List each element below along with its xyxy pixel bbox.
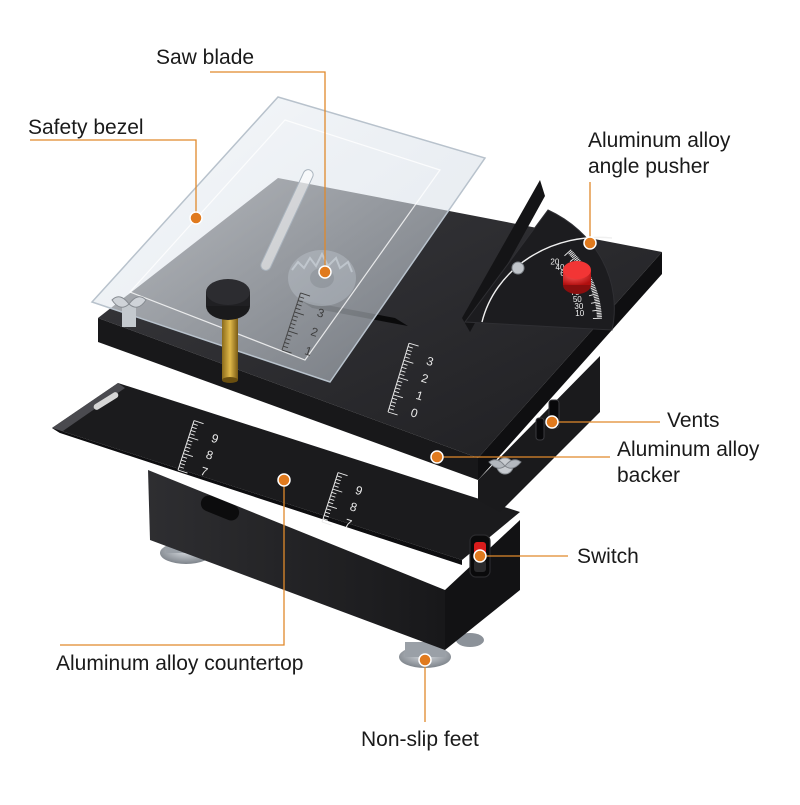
label-switch: Switch [577, 544, 639, 569]
dot-angle-pusher [584, 237, 596, 249]
dot-vents [546, 416, 558, 428]
label-safety-bezel: Safety bezel [28, 115, 144, 140]
label-angle-pusher-line2: angle pusher [588, 154, 730, 180]
label-countertop: Aluminum alloy countertop [56, 651, 303, 676]
angle-pusher-knob[interactable] [563, 261, 591, 294]
dot-saw-blade [319, 266, 331, 278]
protractor-number: 20 [550, 257, 559, 266]
label-feet: Non-slip feet [361, 727, 479, 752]
label-backer-line2: backer [617, 463, 759, 489]
dot-countertop [278, 474, 290, 486]
vent-2 [536, 418, 544, 440]
dot-backer [431, 451, 443, 463]
label-backer-line1: Aluminum alloy [617, 437, 759, 463]
ruler-front-right-tick [322, 522, 332, 525]
label-vents: Vents [667, 408, 720, 433]
dot-safety-bezel [190, 212, 202, 224]
protractor-tick [596, 308, 601, 309]
label-angle-pusher: Aluminum alloy angle pusher [588, 128, 730, 180]
dot-switch [474, 550, 486, 562]
label-saw-blade: Saw blade [156, 45, 254, 70]
label-angle-pusher-line1: Aluminum alloy [588, 128, 730, 154]
label-backer: Aluminum alloy backer [617, 437, 759, 489]
dot-feet [419, 654, 431, 666]
callout-line-safety-bezel [30, 140, 196, 218]
angle-pusher-screw[interactable] [512, 262, 524, 274]
